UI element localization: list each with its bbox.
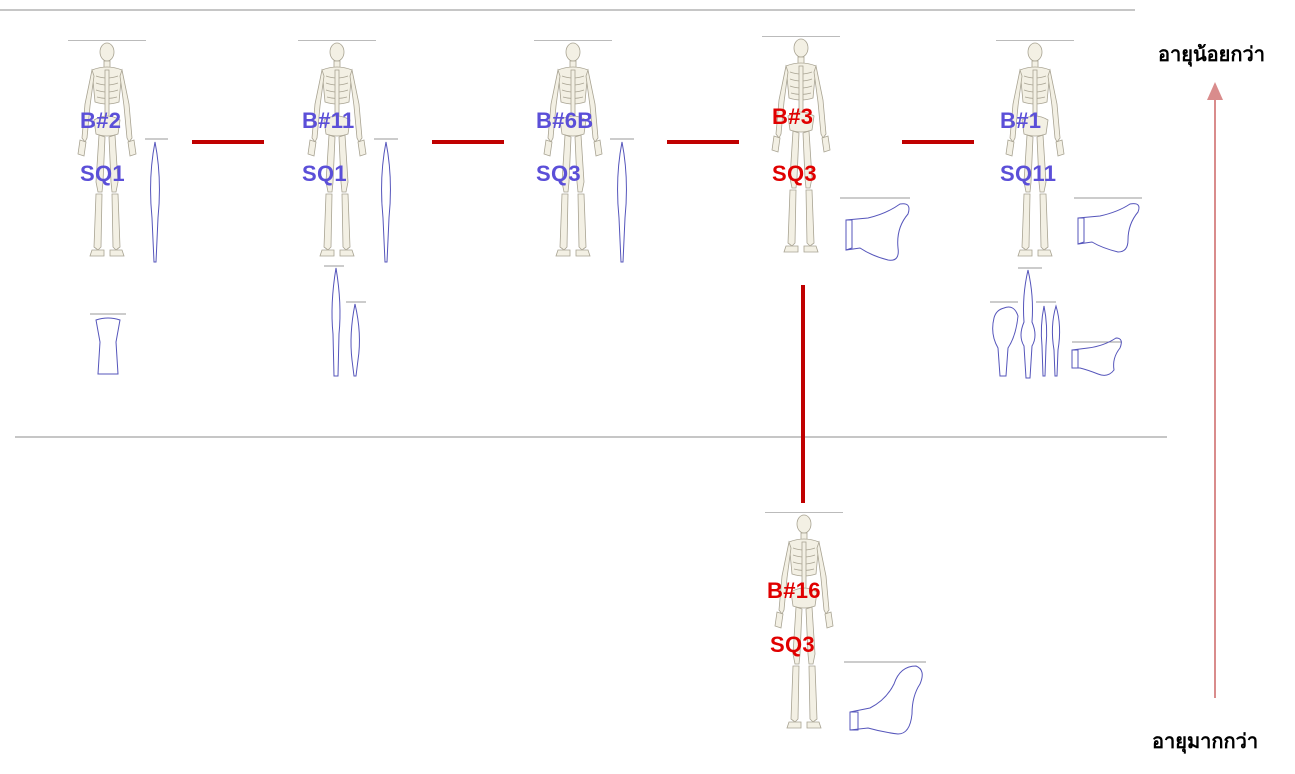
skeleton-image [1005, 42, 1065, 257]
burial-top-line [298, 40, 376, 41]
spearhead-artifact [374, 138, 398, 263]
burial-top-line [765, 512, 843, 513]
adze-artifact [90, 313, 126, 375]
burial-b6b: B#6B SQ3 [514, 40, 714, 280]
burial-id-label: B#2 [80, 108, 122, 133]
connector-b6b-b3 [667, 140, 739, 144]
connector-b11-b6b [432, 140, 504, 144]
skeleton-image [77, 42, 137, 257]
younger-label: อายุน้อยกว่า [1158, 44, 1265, 66]
burial-top-line [996, 40, 1074, 41]
burial-top-line [762, 36, 840, 37]
middle-divider [15, 436, 1167, 438]
connector-b3-b16 [801, 285, 805, 503]
spearhead-pair-artifact [324, 265, 366, 377]
connector-b3-b1 [902, 140, 974, 144]
burial-b16: B#16 SQ3 [745, 512, 945, 752]
socketed-axe-artifact [840, 197, 910, 261]
square-label: SQ11 [1000, 161, 1057, 186]
burial-b1: B#1 SQ11 [976, 40, 1176, 280]
age-arrow-icon [1207, 82, 1223, 698]
connector-b2-b11 [192, 140, 264, 144]
square-label: SQ1 [302, 161, 347, 186]
burial-top-line [68, 40, 146, 41]
burial-b3: B#3 SQ3 [742, 36, 942, 276]
skeleton-image [543, 42, 603, 257]
spearhead-artifact [610, 138, 634, 263]
burial-id-label: B#6B [536, 108, 594, 133]
square-label: SQ1 [80, 161, 125, 186]
burial-b2: B#2 SQ1 [48, 40, 248, 280]
burial-id-label: B#16 [767, 578, 821, 603]
skeleton-image [307, 42, 367, 257]
top-divider [0, 9, 1135, 11]
square-label: SQ3 [770, 632, 815, 657]
burial-id-label: B#1 [1000, 108, 1042, 133]
burial-id-label: B#3 [772, 104, 814, 129]
skeleton-image [774, 514, 834, 729]
skeleton-image [771, 38, 831, 253]
burial-b11: B#11 SQ1 [278, 40, 478, 280]
older-label: อายุมากกว่า [1152, 731, 1259, 753]
square-label: SQ3 [772, 161, 817, 186]
socketed-axe-artifact [844, 661, 926, 735]
spearhead-artifact [145, 138, 168, 263]
burial-id-label: B#11 [302, 108, 355, 133]
artifact-group [990, 267, 1122, 379]
socketed-axe-artifact [1074, 197, 1142, 253]
burial-top-line [534, 40, 612, 41]
square-label: SQ3 [536, 161, 581, 186]
